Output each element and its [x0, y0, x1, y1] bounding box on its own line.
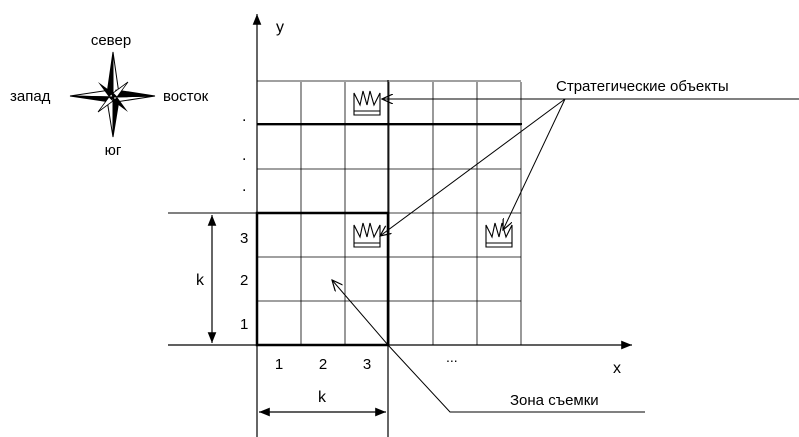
compass-north-label: север [91, 32, 131, 49]
y-axis-label: y [276, 19, 284, 36]
y-ellipsis-dot-3: . [242, 178, 246, 195]
dimension-k-horizontal: k [259, 389, 386, 417]
leader-lines [332, 98, 799, 413]
row-number-2: 2 [240, 272, 248, 289]
compass-west-label: запад [10, 88, 51, 105]
strategic-objects-label: Стратегические объекты [556, 78, 729, 95]
cell-numbers: 3 2 1 1 2 3 [240, 230, 371, 373]
compass-south-label: юг [105, 142, 122, 159]
y-ellipsis-dot-2: . [242, 147, 246, 164]
compass-east-label: восток [163, 88, 209, 105]
crown-icon [485, 222, 513, 248]
compass-rose: север юг запад восток [10, 32, 209, 159]
axes: y x . . . ... [168, 13, 632, 437]
grid-emphasis-lines [255, 123, 522, 347]
k-horizontal-label: k [318, 389, 327, 406]
compass-star-icon [69, 51, 156, 138]
y-ellipsis-dot-1: . [242, 108, 246, 125]
crown-icon [353, 90, 381, 116]
row-number-3: 3 [240, 230, 248, 247]
leader-shooting-zone [332, 280, 645, 413]
dimension-k-vertical: k [196, 215, 217, 343]
crown-icon [353, 222, 381, 248]
shooting-zone-label: Зона съемки [510, 392, 599, 409]
col-number-3: 3 [363, 356, 371, 373]
col-number-1: 1 [275, 356, 283, 373]
col-number-2: 2 [319, 356, 327, 373]
strategic-objects [353, 90, 513, 248]
leader-to-right-object [503, 98, 566, 230]
x-axis-label: x [613, 360, 621, 377]
x-ellipsis: ... [446, 349, 458, 365]
leader-to-zone-object [380, 98, 566, 236]
row-number-1: 1 [240, 316, 248, 333]
k-vertical-label: k [196, 272, 205, 289]
